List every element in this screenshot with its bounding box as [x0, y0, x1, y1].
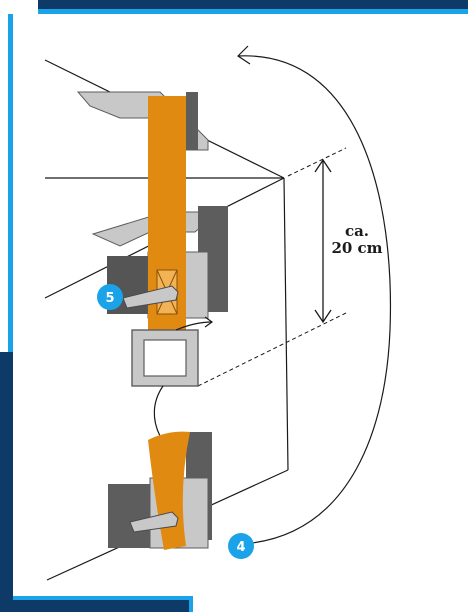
- measurement-label-line2: 20 cm: [331, 239, 382, 257]
- threading-arrow: [175, 316, 214, 331]
- strap-connector-curve: [153, 385, 164, 437]
- square-buckle: [131, 329, 199, 387]
- frame-top-accent-bar: [38, 9, 468, 14]
- callout-label-5: 5: [105, 291, 114, 306]
- callout-label-4: 4: [236, 540, 245, 555]
- dashed-guides: [197, 147, 349, 387]
- frame-bottom-right-corner: [189, 596, 193, 612]
- lower-strap: [148, 431, 190, 550]
- bottom-clip: [129, 511, 179, 533]
- frame-left-accent-bar: [8, 14, 13, 352]
- measurement-label-line1: ca.: [345, 222, 369, 240]
- frame-bottom-accent-bar: [13, 596, 193, 600]
- frame-bottom-dark-bar: [0, 600, 193, 612]
- top-bracket: [76, 91, 209, 151]
- frame-top-dark-bar: [38, 0, 468, 9]
- middle-clip: [122, 285, 179, 309]
- rotation-arrow: [237, 45, 392, 544]
- callout-badge-4: 4: [228, 533, 254, 559]
- measurement-arrow: [314, 158, 332, 324]
- frame-left-dark-bar: [0, 352, 13, 612]
- callout-badge-5: 5: [97, 284, 123, 310]
